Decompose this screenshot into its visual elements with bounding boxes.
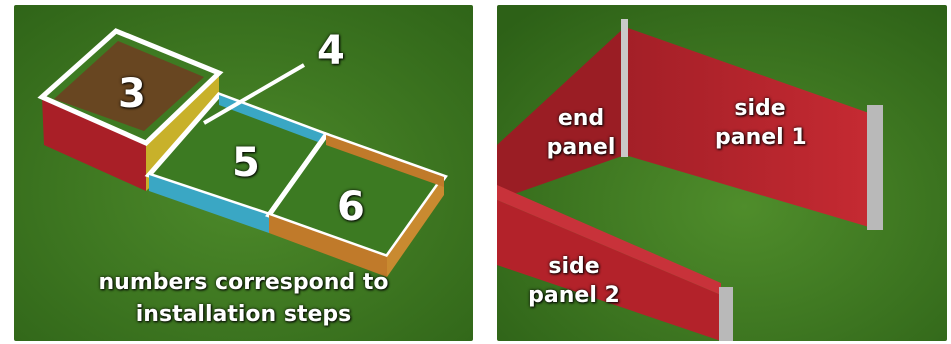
panel-assembly-image: end panel side panel 1 side panel 2 (497, 5, 947, 341)
side-panel-2-label-line-1: side (519, 253, 629, 282)
installation-caption: numbers correspond to installation steps (14, 267, 473, 331)
step-6-label: 6 (337, 187, 365, 227)
end-panel-label: end panel (541, 105, 621, 162)
side-panel-2-label-line-2: panel 2 (519, 282, 629, 311)
step-3-label: 3 (118, 74, 146, 114)
side-panel-1-label-line-1: side (715, 95, 805, 124)
side-panel-1-label-line-2: panel 1 (715, 124, 805, 153)
caption-line-1: numbers correspond to (14, 267, 473, 299)
step-4-label: 4 (317, 31, 345, 71)
end-panel-label-line-1: end (541, 105, 621, 134)
layout-diagram-image: 3 4 5 6 numbers correspond to installati… (14, 5, 473, 341)
end-panel-label-line-2: panel (541, 134, 621, 163)
side-2-end-post (719, 287, 733, 341)
step-5-label: 5 (232, 143, 260, 183)
side-panel-1-label: side panel 1 (715, 95, 805, 152)
side-panel-2-label: side panel 2 (519, 253, 629, 310)
caption-line-2: installation steps (14, 299, 473, 331)
side-1-end-post (867, 105, 883, 230)
corner-post (621, 19, 628, 157)
